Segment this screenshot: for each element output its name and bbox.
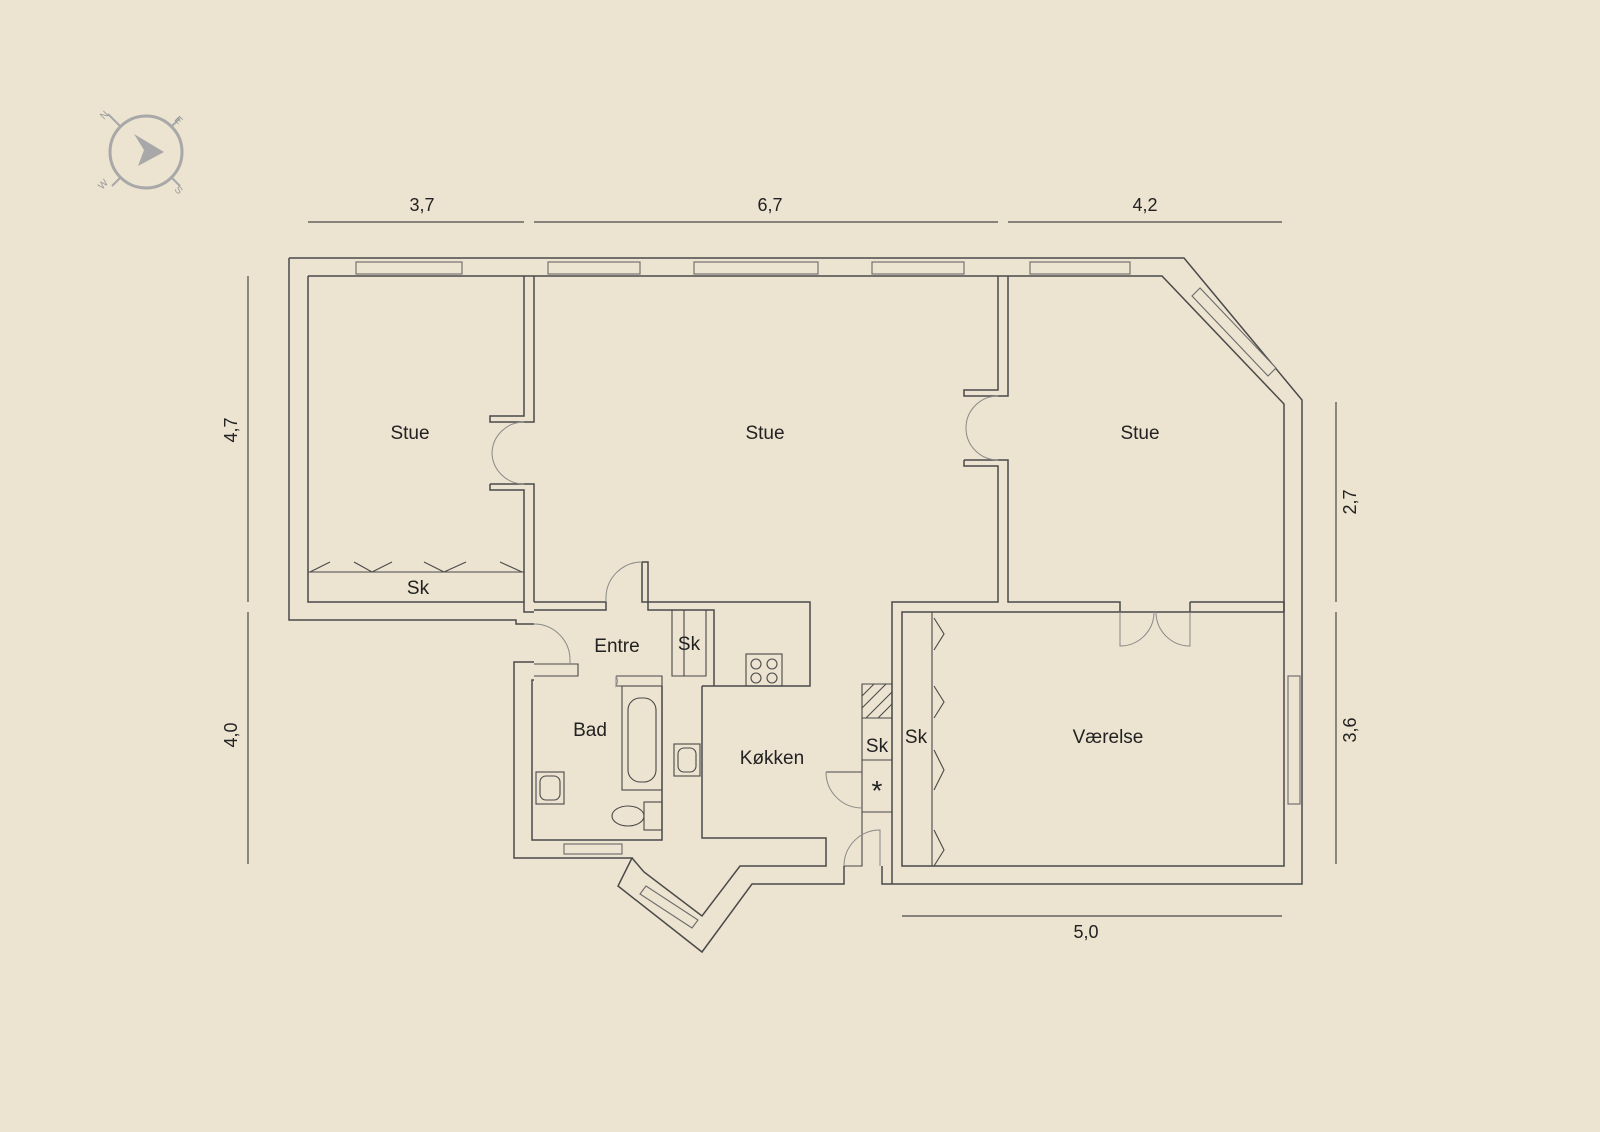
interior-walls [308,276,1285,884]
compass-icon: N E S W [96,109,184,197]
dim-right-upper: 2,7 [1340,489,1360,514]
room-label-sk-hall: Sk [866,736,889,757]
dim-top-middle: 6,7 [757,195,782,215]
fixtures [535,653,783,831]
room-label-vaerelse: Værelse [1073,727,1144,748]
dim-top-right: 4,2 [1132,195,1157,215]
room-label-stue-middle: Stue [745,423,784,444]
dim-left-upper: 4,7 [221,417,241,442]
room-label-sk-vaerelse: Sk [905,727,928,748]
outer-walls [288,257,1303,954]
dim-bottom-right: 5,0 [1073,922,1098,942]
room-label-sk-stue: Sk [407,578,430,599]
room-label-stue-left: Stue [390,423,429,444]
room-label-stue-right: Stue [1120,423,1159,444]
doors [491,395,1191,867]
dim-right-lower: 3,6 [1340,717,1360,742]
hatch-pattern [861,683,893,719]
room-label-kokken: Køkken [740,748,804,769]
dim-top-left: 3,7 [409,195,434,215]
room-label-sk-entre: Sk [678,634,701,655]
compass-n: N [98,109,111,122]
room-label-bad: Bad [573,720,607,741]
dimension-lines [247,221,1337,917]
windows [355,261,1301,929]
dim-left-lower: 4,0 [221,722,241,747]
room-label-entre: Entre [594,636,639,657]
compass-s: S [172,184,185,197]
closet-doors [309,561,945,867]
compass-w: W [96,177,111,192]
star-symbol: * [872,775,883,806]
